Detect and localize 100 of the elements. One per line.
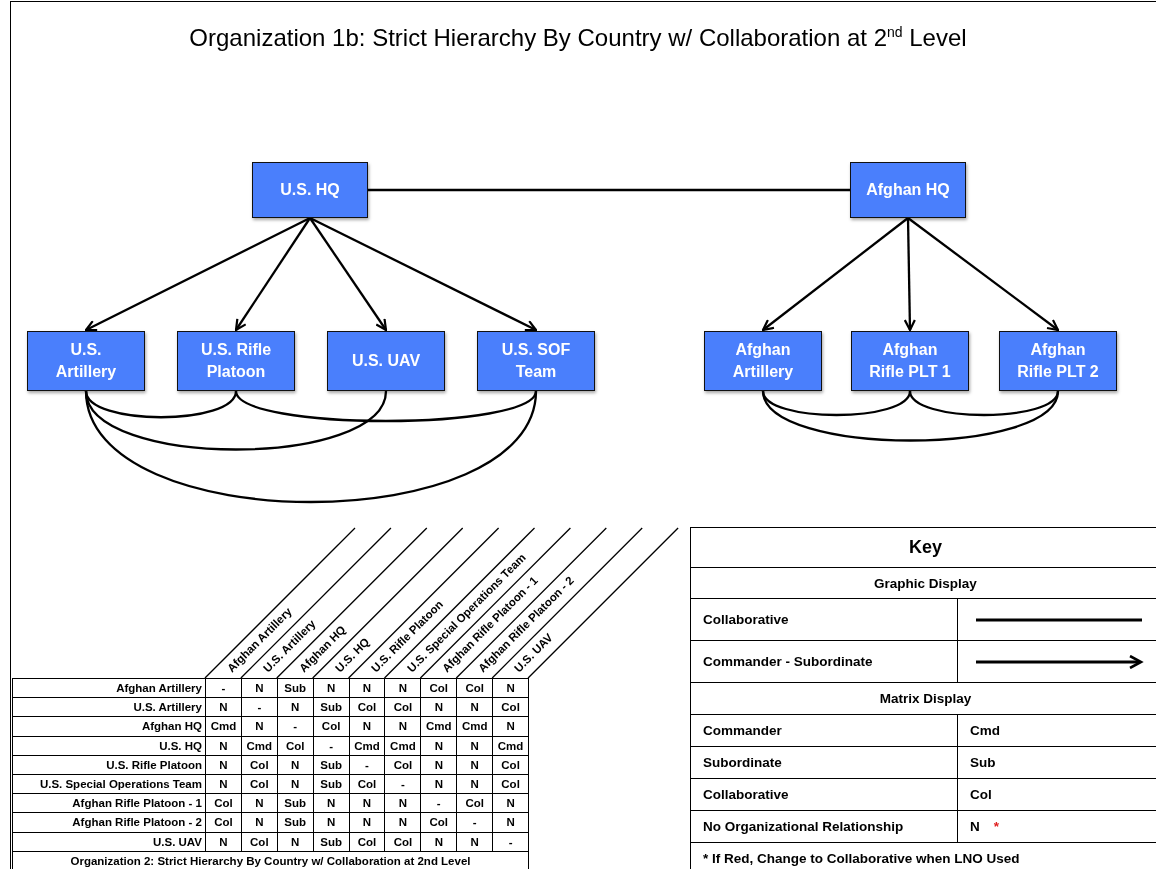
- diagram-title: Organization 1b: Strict Hierarchy By Country w/ Collaboration at 2$^{nd}$ Level: [188, 24, 968, 52]
- matrix-value: Col: [385, 755, 422, 775]
- matrix-value: Sub: [277, 679, 314, 699]
- matrix-value: Col: [241, 755, 278, 775]
- unit-label: U.S. HQ: [280, 180, 340, 200]
- unit-label: Afghan Rifle PLT 2: [1016, 340, 1100, 382]
- row-header: U.S. HQ: [13, 736, 206, 756]
- matrix-value: Cmd: [385, 736, 422, 756]
- matrix-value: N: [349, 813, 386, 833]
- matrix-value: -: [349, 755, 386, 775]
- arrow: [907, 217, 1060, 332]
- unit-box: [999, 331, 1117, 391]
- matrix-value: Col: [206, 794, 242, 814]
- matrix-value: Col: [349, 832, 386, 852]
- key-code: N: [970, 819, 980, 834]
- matrix-value: N: [457, 774, 494, 795]
- matrix-value: N: [385, 679, 422, 699]
- unit-box: [477, 331, 595, 391]
- matrix-value: Col: [313, 717, 350, 737]
- unit-label: Afghan Artillery: [731, 340, 795, 382]
- section-heading: Matrix Display: [879, 691, 972, 706]
- matrix-value: Cmd: [457, 717, 494, 737]
- legend-label: Collaborative: [703, 612, 789, 627]
- matrix-value: Cmd: [349, 736, 386, 756]
- unit-label: Afghan HQ: [866, 180, 950, 200]
- matrix-value: N: [457, 698, 494, 718]
- matrix-value: Cmd: [206, 717, 242, 737]
- arrow: [234, 217, 311, 332]
- unit-label: U.S. SOF Team: [500, 340, 572, 382]
- matrix-value: N: [493, 679, 529, 699]
- matrix-value: -: [241, 698, 278, 718]
- footnote-mark: *: [993, 819, 999, 834]
- matrix-value: N: [385, 717, 422, 737]
- matrix-value: Col: [277, 736, 314, 756]
- matrix-value: Sub: [313, 755, 350, 775]
- arrow: [761, 217, 909, 332]
- row-header: Afghan HQ: [13, 717, 206, 737]
- matrix-value: Sub: [277, 813, 314, 833]
- arrow: [84, 216, 311, 332]
- matrix-value: N: [421, 755, 458, 775]
- connector-line: [84, 390, 538, 503]
- arrow: [309, 216, 538, 332]
- connector-line: [235, 390, 537, 423]
- matrix-value: N: [313, 679, 350, 699]
- row-header: Afghan Rifle Platoon - 1: [13, 794, 206, 814]
- key-term: No Organizational Relationship: [703, 819, 904, 834]
- matrix-value: N: [349, 794, 386, 814]
- row-header: U.S. Special Operations Team: [13, 774, 206, 795]
- matrix-value: N: [241, 813, 278, 833]
- matrix-value: N: [493, 794, 529, 814]
- key-code: Sub: [970, 755, 996, 770]
- matrix-value: N: [277, 832, 314, 852]
- unit-box: [851, 331, 969, 391]
- matrix-value: N: [277, 698, 314, 718]
- row-header: Afghan Artillery: [13, 679, 206, 699]
- matrix-value: N: [457, 832, 494, 852]
- matrix-value: Col: [421, 679, 458, 699]
- matrix-value: N: [421, 698, 458, 718]
- matrix-value: -: [313, 736, 350, 756]
- matrix-value: Col: [457, 794, 494, 814]
- matrix-value: N: [206, 736, 242, 756]
- matrix-value: Sub: [313, 832, 350, 852]
- matrix-value: N: [277, 755, 314, 775]
- matrix-value: Col: [206, 813, 242, 833]
- unit-box: [704, 331, 822, 391]
- matrix-value: Col: [493, 755, 529, 775]
- matrix-value: Col: [421, 813, 458, 833]
- matrix-value: Col: [241, 774, 278, 795]
- matrix-value: N: [493, 717, 529, 737]
- matrix-value: N: [313, 794, 350, 814]
- connector-line: [908, 390, 1060, 417]
- legend-label: Commander - Subordinate: [703, 654, 873, 669]
- footnote: * If Red, Change to Collaborative when LNO Used: [703, 851, 1020, 866]
- section-heading: Graphic Display: [874, 575, 977, 591]
- unit-box: [27, 331, 145, 391]
- matrix-value: N: [421, 774, 458, 795]
- unit-label: Afghan Rifle PLT 1: [868, 340, 952, 382]
- connector-line: [84, 390, 388, 451]
- key-code: Cmd: [970, 723, 1000, 738]
- arrow: [309, 217, 388, 332]
- matrix-value: Cmd: [241, 736, 278, 756]
- matrix-value: N: [206, 774, 242, 795]
- matrix-value: N: [206, 832, 242, 852]
- arrow: [903, 218, 916, 332]
- matrix-value: Sub: [313, 774, 350, 795]
- matrix-value: N: [313, 813, 350, 833]
- matrix-value: Col: [385, 698, 422, 718]
- matrix-value: Sub: [277, 794, 314, 814]
- connector-line: [761, 390, 1060, 442]
- unit-box: [850, 162, 966, 218]
- matrix-value: N: [457, 736, 494, 756]
- unit-box: [177, 331, 295, 391]
- matrix-value: N: [421, 736, 458, 756]
- matrix-value: -: [385, 774, 422, 795]
- key-heading: Key: [909, 537, 942, 558]
- row-header: Afghan Rifle Platoon - 2: [13, 813, 206, 833]
- matrix-value: N: [206, 698, 242, 718]
- matrix-value: N: [241, 717, 278, 737]
- matrix-value: Col: [349, 698, 386, 718]
- matrix-value: N: [241, 794, 278, 814]
